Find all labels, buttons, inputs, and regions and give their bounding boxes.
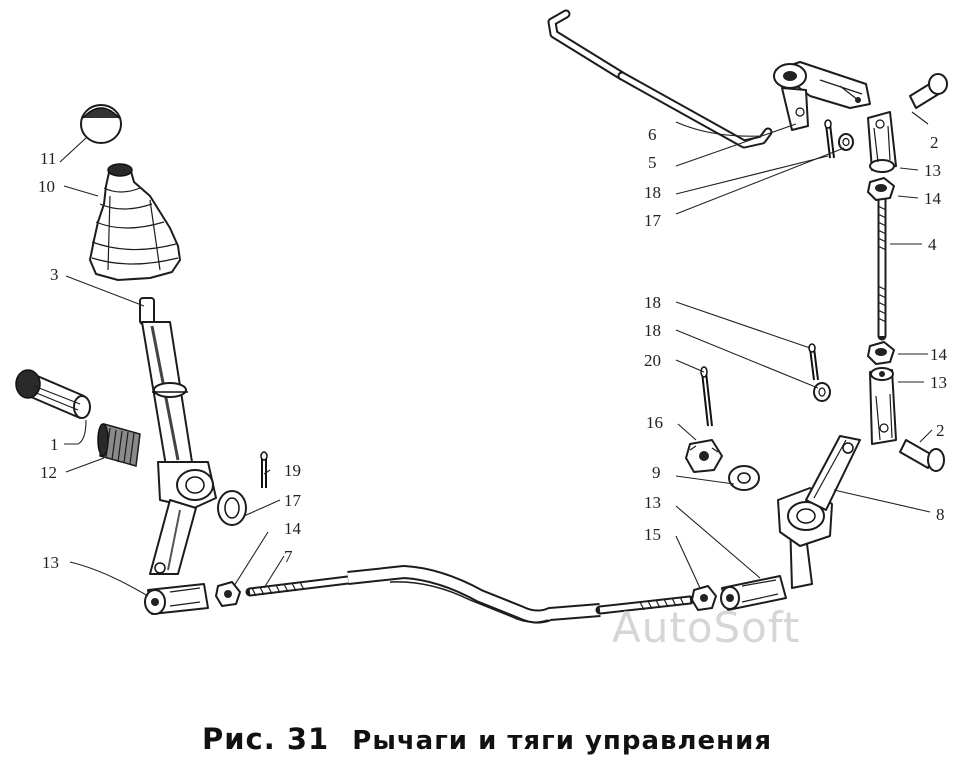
callout-10: 10 [38, 177, 55, 196]
part-8-lever [777, 435, 861, 589]
callout-9: 9 [652, 463, 661, 482]
callout-13-lower-right: 13 [644, 493, 661, 512]
part-2-pin-lower [899, 439, 945, 472]
callout-12: 12 [40, 463, 57, 482]
part-11-cap [80, 104, 122, 144]
part-12-bushing [97, 423, 141, 467]
callout-17-upper: 17 [644, 211, 662, 230]
part-17-washer-upper [838, 133, 854, 151]
callout-3: 3 [50, 265, 59, 284]
callout-2-lower: 2 [936, 421, 945, 440]
part-18-cotter-pin-upper [824, 119, 835, 159]
part-18-cotter-pin-mid [808, 343, 819, 381]
figure-number: Рис. 31 [201, 722, 330, 756]
callout-6: 6 [648, 125, 657, 144]
leader-lines [59, 111, 933, 597]
part-14-nut-upper [867, 177, 895, 201]
callout-8: 8 [936, 505, 945, 524]
watermark: AutoSoft [612, 603, 801, 652]
part-2-pin-upper [909, 73, 948, 109]
callout-4: 4 [928, 235, 937, 254]
part-7-rod [245, 565, 695, 624]
callout-7: 7 [284, 547, 293, 566]
callout-labels: 11 10 3 1 12 19 17 14 7 13 6 5 18 17 2 1… [38, 125, 948, 572]
callout-20: 20 [644, 351, 661, 370]
callout-13-mid: 13 [930, 373, 947, 392]
part-6-bent-rod [547, 9, 773, 149]
part-10-boot [89, 163, 181, 281]
callout-16: 17 [284, 491, 302, 510]
callout-2-upper: 2 [930, 133, 939, 152]
figure-title: Рычаги и тяги управления [352, 726, 773, 756]
part-4-threaded-rod [877, 191, 887, 341]
callout-14-left: 14 [284, 519, 302, 538]
part-19-cotter-pin [260, 451, 268, 488]
part-9-washer [728, 465, 760, 491]
callout-18-upper: 18 [644, 183, 661, 202]
part-14-nut-mid [867, 341, 895, 365]
callout-17-mid: 18 [644, 321, 661, 340]
callout-14-mid: 14 [930, 345, 948, 364]
part-14-nut-left [215, 581, 241, 607]
part-17-washer-mid [813, 382, 831, 402]
part-16-washer [217, 490, 247, 526]
part-5-lever-arm [773, 61, 871, 131]
part-13-clevis-mid [869, 367, 897, 445]
figure-caption: Рис. 31 Рычаги и тяги управления [0, 722, 974, 756]
callout-14-upper: 14 [924, 189, 942, 208]
part-13-clevis-left [144, 583, 209, 615]
callout-18-mid: 18 [644, 293, 661, 312]
part-1-grip [15, 369, 91, 419]
part-13-clevis-lower-right [720, 575, 787, 611]
callout-19: 19 [284, 461, 301, 480]
callout-14-lower-right: 15 [644, 525, 661, 544]
part-15-castle-nut [685, 439, 723, 473]
callout-1: 1 [50, 435, 59, 454]
callout-13-left: 13 [42, 553, 59, 572]
part-14-nut-lower-right [691, 585, 717, 611]
part-3-lever [139, 297, 217, 575]
part-13-clevis-upper [867, 111, 897, 173]
callout-11: 11 [40, 149, 56, 168]
callout-5: 5 [648, 153, 657, 172]
callout-13-upper: 13 [924, 161, 941, 180]
part-20-cotter-pin [700, 366, 713, 427]
callout-15: 16 [646, 413, 663, 432]
